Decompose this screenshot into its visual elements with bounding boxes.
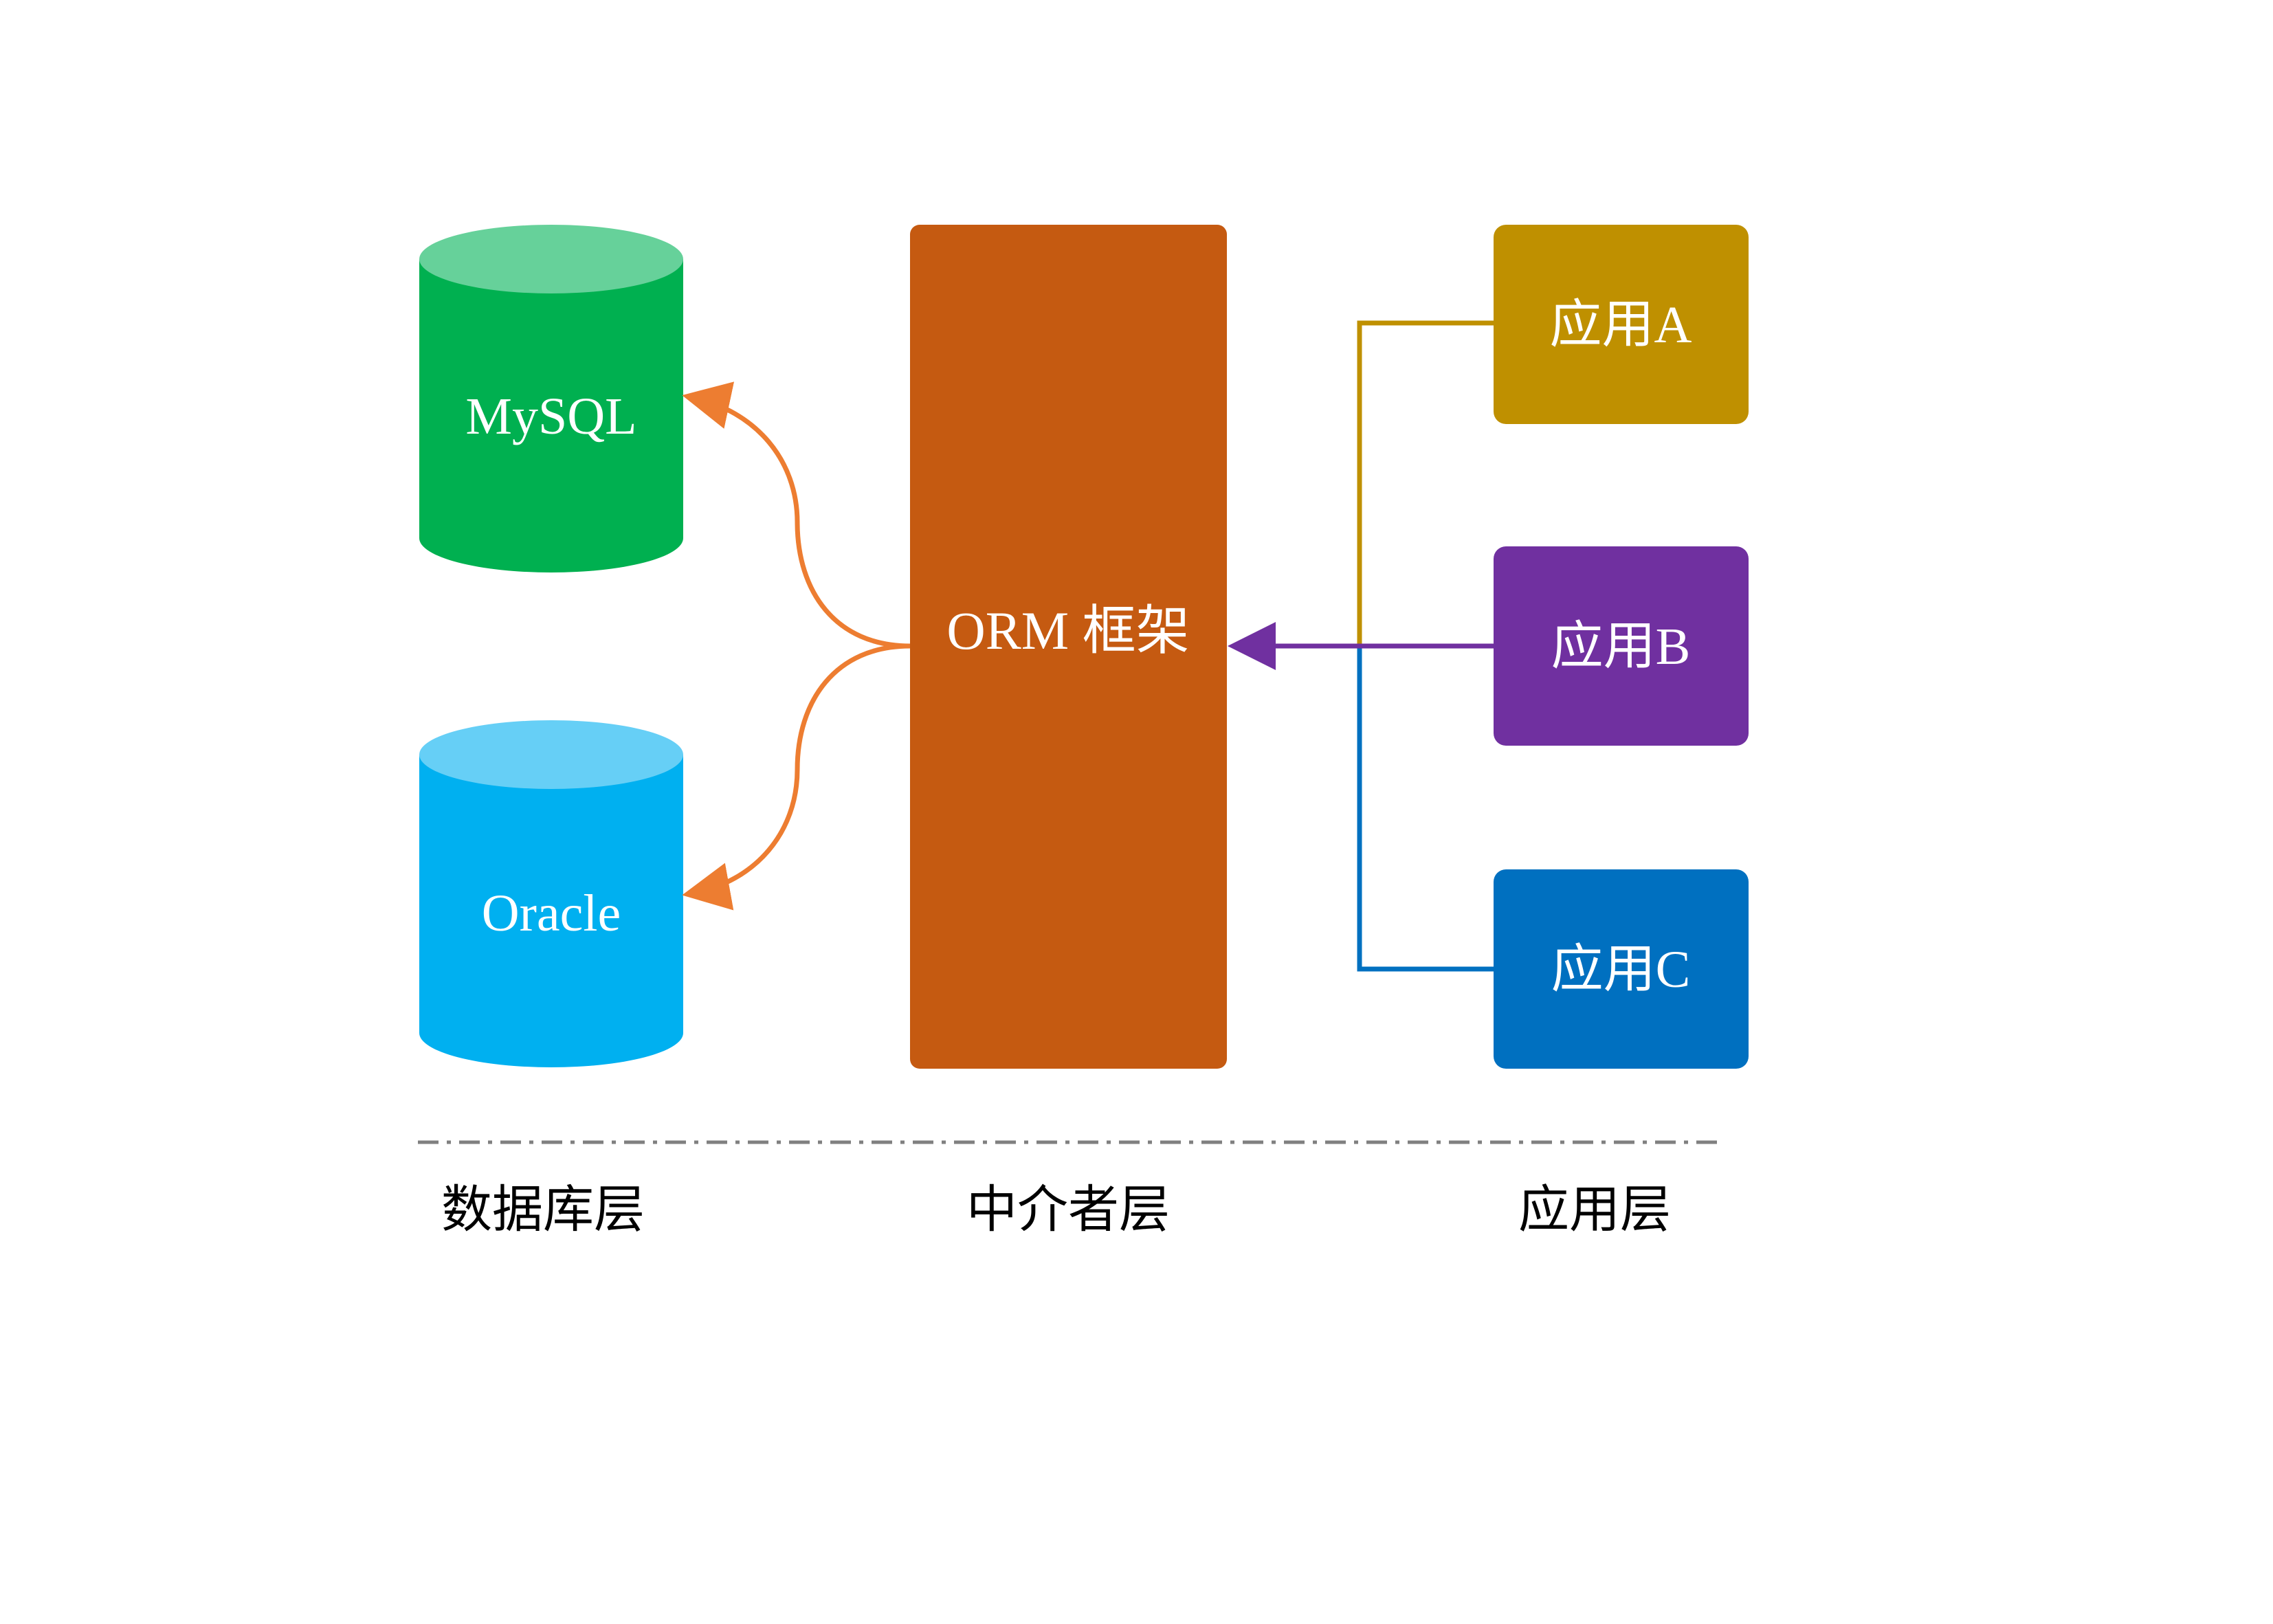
- middle-layer-label: 中介者层: [966, 1180, 1170, 1239]
- app-c-label: 应用C: [1551, 941, 1691, 999]
- app-a-connector-line: [1357, 320, 1494, 646]
- app-c-box: [1494, 869, 1749, 1069]
- application-layer-label: 应用层: [1518, 1180, 1671, 1239]
- database-layer-label: 数据库层: [441, 1180, 645, 1239]
- app-b-label: 应用B: [1551, 618, 1691, 676]
- orm-framework-node: ORM 框架: [910, 225, 1227, 1069]
- mysql-cylinder-body: [419, 259, 683, 572]
- orm-framework-box: [910, 225, 1227, 1069]
- orm-framework-label: ORM 框架: [946, 601, 1189, 660]
- mysql-database-node: MySQL: [419, 225, 683, 572]
- oracle-cylinder-body: [419, 755, 683, 1067]
- oracle-cylinder-top: [419, 720, 683, 789]
- app-c-node: 应用C: [1494, 869, 1749, 1069]
- app-a-label: 应用A: [1550, 296, 1692, 354]
- mysql-cylinder-top: [419, 225, 683, 293]
- mysql-label: MySQL: [465, 388, 636, 445]
- app-a-box: [1494, 225, 1749, 424]
- app-b-node: 应用B: [1494, 546, 1749, 746]
- orm-to-mysql-arrow: [682, 381, 911, 649]
- orm-to-oracle-arrow: [682, 643, 911, 911]
- app-c-connector-line: [1357, 646, 1494, 972]
- oracle-label: Oracle: [482, 885, 621, 942]
- app-a-node: 应用A: [1494, 225, 1749, 424]
- app-b-box: [1494, 546, 1749, 746]
- oracle-database-node: Oracle: [419, 720, 683, 1067]
